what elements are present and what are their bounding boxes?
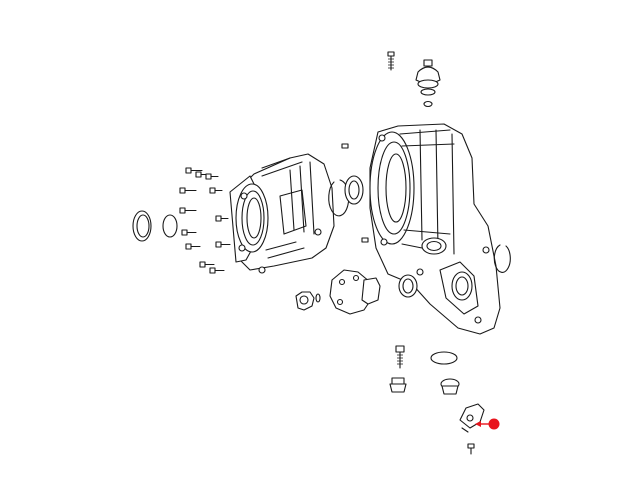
- part-front-seal[interactable]: [132, 210, 152, 242]
- part-center-bearing[interactable]: [344, 175, 364, 205]
- part-dowel-pin-2[interactable]: [361, 237, 369, 243]
- part-bolt-set-left[interactable]: [179, 167, 231, 274]
- part-snap-ring-right[interactable]: [493, 244, 511, 273]
- part-dowel-pin-1[interactable]: [341, 143, 349, 149]
- part-output-bearing[interactable]: [398, 274, 418, 298]
- part-fill-plug[interactable]: [440, 378, 460, 395]
- part-gasket-ring[interactable]: [430, 351, 458, 365]
- part-sensor-bracket[interactable]: [459, 403, 485, 433]
- part-rear-housing[interactable]: [369, 123, 501, 335]
- part-differential-carrier[interactable]: [329, 269, 381, 315]
- part-drain-plug[interactable]: [389, 377, 407, 393]
- part-small-oring-top[interactable]: [423, 100, 433, 108]
- part-vent-tube[interactable]: [395, 345, 405, 369]
- callout-dot: [488, 418, 500, 430]
- part-front-housing[interactable]: [229, 153, 335, 274]
- part-switch-sensor[interactable]: [415, 59, 441, 96]
- part-small-screw[interactable]: [467, 443, 475, 455]
- part-washer-small[interactable]: [315, 293, 321, 303]
- callout-marker: [475, 418, 500, 430]
- part-top-bolt[interactable]: [387, 51, 395, 71]
- part-front-oring[interactable]: [162, 214, 178, 238]
- callout-arrow-head: [475, 421, 481, 427]
- part-gear-nut[interactable]: [295, 291, 315, 311]
